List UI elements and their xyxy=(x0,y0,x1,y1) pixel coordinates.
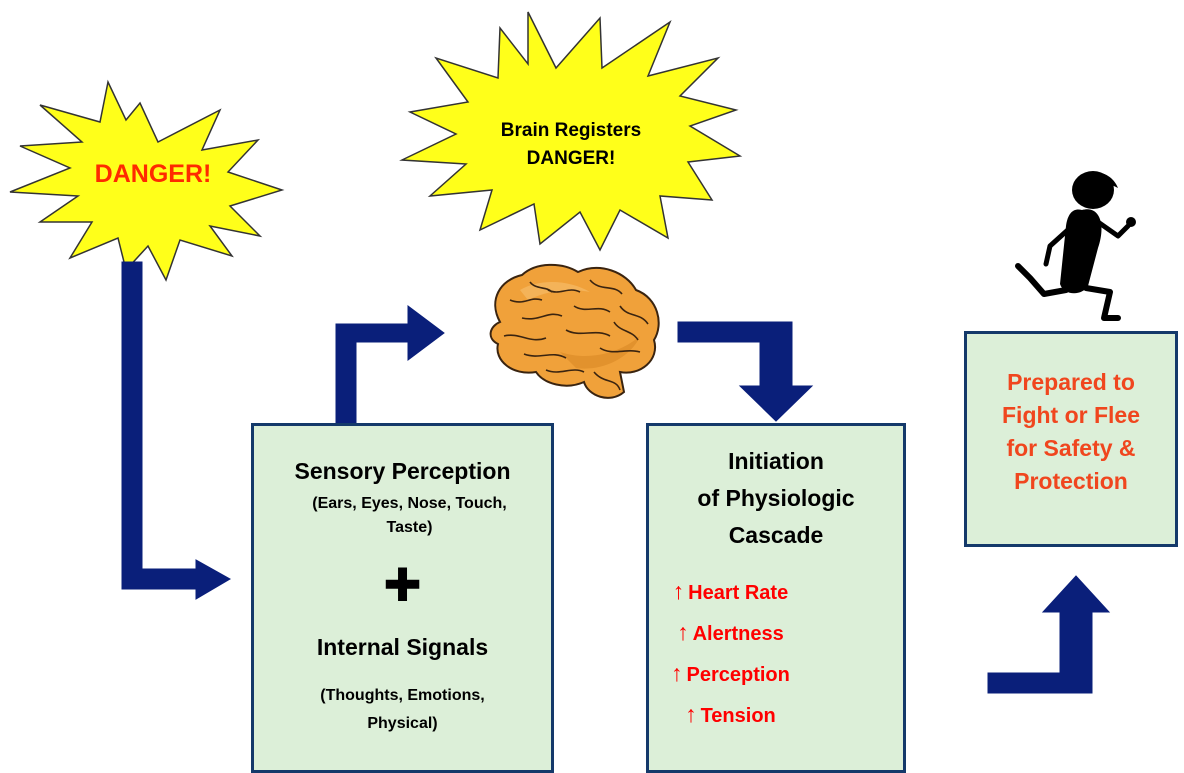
effect-item: ↑Perception xyxy=(671,660,790,701)
sensory-perception-subtitle: (Ears, Eyes, Nose, Touch, Taste) xyxy=(278,492,541,540)
running-figure-icon xyxy=(1015,171,1136,321)
outcome-box: Prepared to Fight or Flee for Safety & P… xyxy=(964,331,1178,547)
brain-icon xyxy=(489,263,660,399)
internal-signals-title: Internal Signals xyxy=(316,634,489,660)
effect-label: Heart Rate xyxy=(688,582,789,604)
cascade-title-line: of Physiologic xyxy=(697,485,855,511)
effect-item: ↑Tension xyxy=(671,701,790,742)
effect-list: ↑Heart Rate ↑Alertness ↑Perception ↑Tens… xyxy=(671,578,790,742)
outcome-line: for Safety & xyxy=(1006,435,1136,461)
up-arrow-icon: ↑ xyxy=(677,619,689,645)
sensory-box: Sensory Perception (Ears, Eyes, Nose, To… xyxy=(251,423,554,773)
cascade-to-outcome-arrow-icon xyxy=(987,575,1111,694)
cascade-title-line: Cascade xyxy=(728,522,824,548)
outcome-line: Protection xyxy=(1014,468,1128,494)
brain-to-cascade-arrow-icon xyxy=(677,321,814,422)
brain-registers-label: Brain Registers DANGER! xyxy=(476,117,666,173)
internal-subtitle-line: Physical) xyxy=(367,715,438,732)
up-arrow-icon: ↑ xyxy=(672,578,685,604)
up-arrow-icon: ↑ xyxy=(671,660,683,686)
sensory-to-brain-arrow-icon xyxy=(335,305,445,424)
sensory-perception-title: Sensory Perception xyxy=(294,458,511,484)
plus-icon: ✚ xyxy=(383,559,422,611)
outcome-text: Prepared to Fight or Flee for Safety & P… xyxy=(967,366,1175,498)
up-arrow-icon: ↑ xyxy=(685,701,697,727)
brain-starburst-icon xyxy=(399,11,743,252)
sensory-subtitle-line: (Ears, Eyes, Nose, Touch, xyxy=(312,495,507,512)
effect-item: ↑Alertness xyxy=(671,619,790,660)
effect-label: Alertness xyxy=(692,623,784,645)
brain-registers-line: Brain Registers xyxy=(500,120,642,141)
internal-signals-subtitle: (Thoughts, Emotions, Physical) xyxy=(264,682,541,738)
danger-label: DANGER! xyxy=(94,160,212,188)
outcome-line: Fight or Flee xyxy=(1002,402,1140,428)
effect-item: ↑Heart Rate xyxy=(671,578,790,619)
effect-label: Perception xyxy=(686,664,790,686)
cascade-box: Initiation of Physiologic Cascade ↑Heart… xyxy=(646,423,906,773)
internal-subtitle-line: (Thoughts, Emotions, xyxy=(320,687,485,704)
outcome-line: Prepared to xyxy=(1007,369,1135,395)
danger-to-sensory-arrow-icon xyxy=(121,261,232,600)
effect-label: Tension xyxy=(700,705,776,727)
cascade-title: Initiation of Physiologic Cascade xyxy=(649,443,903,554)
brain-registers-line: DANGER! xyxy=(526,148,616,169)
cascade-title-line: Initiation xyxy=(728,448,824,474)
sensory-subtitle-line: Taste) xyxy=(386,519,433,536)
